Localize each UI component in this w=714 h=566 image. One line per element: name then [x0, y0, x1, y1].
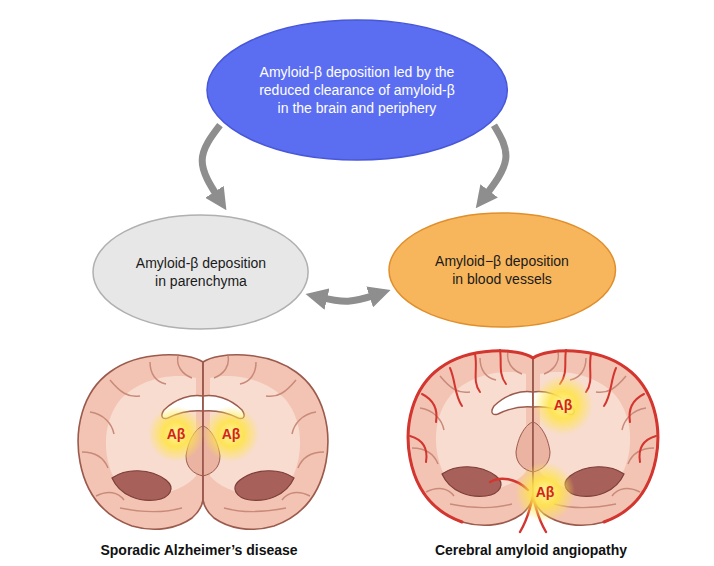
alzheimer-brain [78, 355, 328, 529]
amyloid-tag: Aβ [167, 426, 186, 442]
flow-arrow [484, 125, 506, 197]
amyloid-tag: Aβ [222, 426, 241, 442]
angiopathy-brain [408, 350, 658, 532]
ellipse-outline [388, 212, 616, 328]
amyloid-tag: Aβ [554, 397, 573, 413]
ellipse-shape [93, 215, 308, 329]
node-text: Amyloid−β deposition in blood vessels [430, 252, 574, 288]
node-text: Amyloid-β deposition led by the reduced … [259, 63, 455, 118]
parenchyma-ellipse: Amyloid-β deposition in parenchyma [92, 214, 309, 330]
ellipse-shape [207, 20, 507, 160]
disease-caption: Sporadic Alzheimer’s disease [100, 542, 297, 558]
ellipse-shape [389, 213, 615, 327]
flow-arrow [202, 125, 220, 198]
blood-vessels [408, 350, 658, 532]
vessel-ellipse: Amyloid−β deposition in blood vessels [388, 212, 616, 328]
node-text: Amyloid-β deposition in parenchyma [133, 254, 269, 290]
disease-caption: Cerebral amyloid angiopathy [435, 542, 627, 558]
ellipse-outline [92, 214, 309, 330]
cause-ellipse: Amyloid-β deposition led by the reduced … [206, 19, 508, 161]
flow-arrow [319, 294, 377, 301]
amyloid-tag: Aβ [536, 484, 555, 500]
